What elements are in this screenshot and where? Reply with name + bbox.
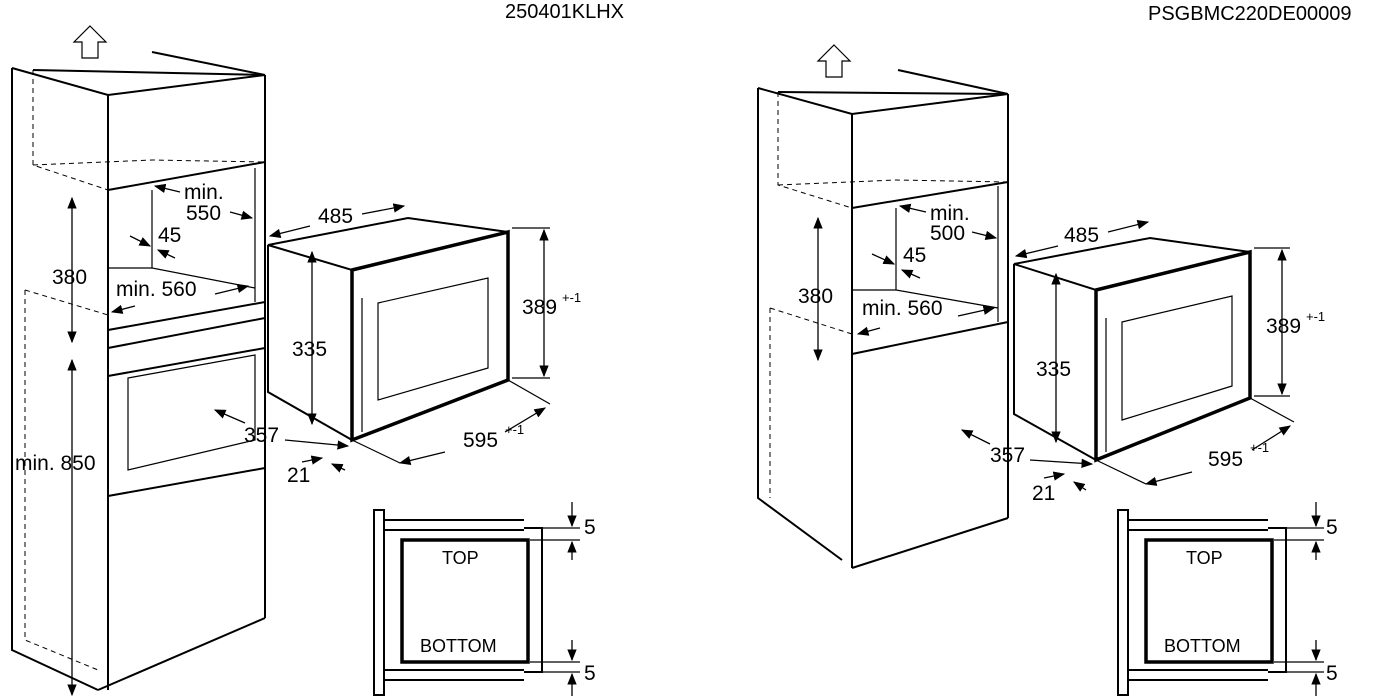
gap-bottom: 5 [584,662,596,685]
dim-485: 485 [1064,224,1099,247]
dim-389: 389 [1266,315,1301,338]
gap-top: 5 [1326,516,1338,539]
label-top: TOP [1186,548,1223,568]
dim-500-prefix: min. [930,202,970,225]
up-arrow-icon [72,25,108,59]
dim-389-tolerance: +-1 [1306,309,1325,324]
left-cabinet [11,51,266,691]
right-product-code: PSGBMC220DE00009 [1148,3,1351,25]
dim-389-tolerance: +-1 [562,290,581,305]
dim-21: 21 [1032,482,1055,505]
gap-top: 5 [584,516,596,539]
dim-45: 45 [158,224,181,247]
dim-595: 595 [463,429,498,452]
left-product-code: 250401KLHX [505,1,624,23]
left-diagram: 380 min. 850 min. 550 45 min. 560 485 33… [11,25,596,697]
dim-550: 550 [186,202,221,225]
left-dimensions [67,183,551,697]
dim-357: 357 [244,424,279,447]
right-microwave [1013,236,1252,463]
right-section-detail [1117,502,1324,696]
dim-380: 380 [52,266,87,289]
dim-560: min. 560 [116,278,197,301]
dim-550-prefix: min. [184,181,224,204]
dim-335: 335 [1036,358,1071,381]
label-bottom: BOTTOM [420,636,497,656]
dim-335: 335 [292,338,327,361]
dim-595-tolerance: +-1 [505,422,524,437]
right-diagram: 380 min. 500 45 min. 560 485 335 389 +-1… [757,44,1338,696]
label-top: TOP [442,548,479,568]
left-microwave [267,216,510,443]
label-bottom: BOTTOM [1164,636,1241,656]
dim-500: 500 [930,222,965,245]
left-section-detail [373,502,580,696]
dim-380: 380 [798,285,833,308]
dim-850: min. 850 [15,452,96,475]
dim-357: 357 [990,444,1025,467]
dim-21: 21 [287,464,310,487]
dim-560: min. 560 [862,297,943,320]
up-arrow-icon [816,44,852,78]
dim-595: 595 [1208,448,1243,471]
dim-595-tolerance: +-1 [1250,440,1269,455]
right-dimensions [813,203,1295,492]
dim-45: 45 [903,244,926,267]
right-cabinet [757,69,1009,569]
dim-485: 485 [318,205,353,228]
gap-bottom: 5 [1326,662,1338,685]
dim-389: 389 [522,296,557,319]
